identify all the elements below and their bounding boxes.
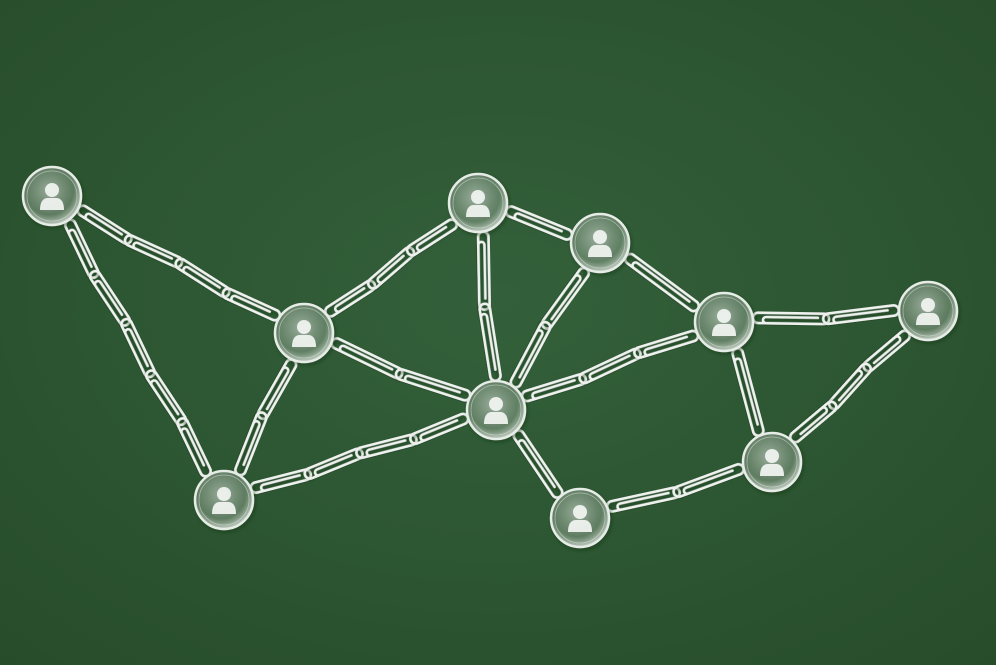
person-icon xyxy=(568,505,592,532)
person-icon xyxy=(212,487,236,514)
person-tokens xyxy=(21,165,959,549)
paperclip xyxy=(789,400,838,444)
person-token xyxy=(741,431,803,493)
paperclip-chain xyxy=(605,462,745,513)
person-token xyxy=(447,172,509,234)
person-icon xyxy=(466,190,490,217)
paperclip xyxy=(672,462,745,499)
person-token xyxy=(21,165,83,227)
paperclip xyxy=(478,302,502,383)
person-icon xyxy=(40,183,64,210)
paperclip xyxy=(176,417,213,478)
paperclip xyxy=(234,411,268,477)
paperclip-chain xyxy=(330,337,472,402)
person-icon xyxy=(588,230,612,257)
person-token xyxy=(193,469,255,531)
paperclip xyxy=(633,329,700,359)
paperclip xyxy=(394,368,472,402)
paperclip xyxy=(221,287,282,322)
paperclip-chain xyxy=(63,218,213,478)
paperclip xyxy=(405,218,458,257)
paperclip xyxy=(409,412,470,446)
person-token xyxy=(693,291,755,353)
person-token xyxy=(569,212,631,274)
paperclip-chain xyxy=(76,204,282,322)
person-icon xyxy=(484,397,508,424)
paperclip xyxy=(821,304,901,326)
person-icon xyxy=(292,320,316,347)
person-icon xyxy=(712,309,736,336)
person-token xyxy=(465,379,527,441)
paperclip-links xyxy=(63,204,911,513)
person-icon xyxy=(916,298,940,325)
person-token xyxy=(549,487,611,549)
person-token xyxy=(273,302,335,364)
person-token xyxy=(897,280,959,342)
person-icon xyxy=(760,449,784,476)
paperclip-chain xyxy=(324,218,458,318)
paperclip xyxy=(509,320,552,389)
